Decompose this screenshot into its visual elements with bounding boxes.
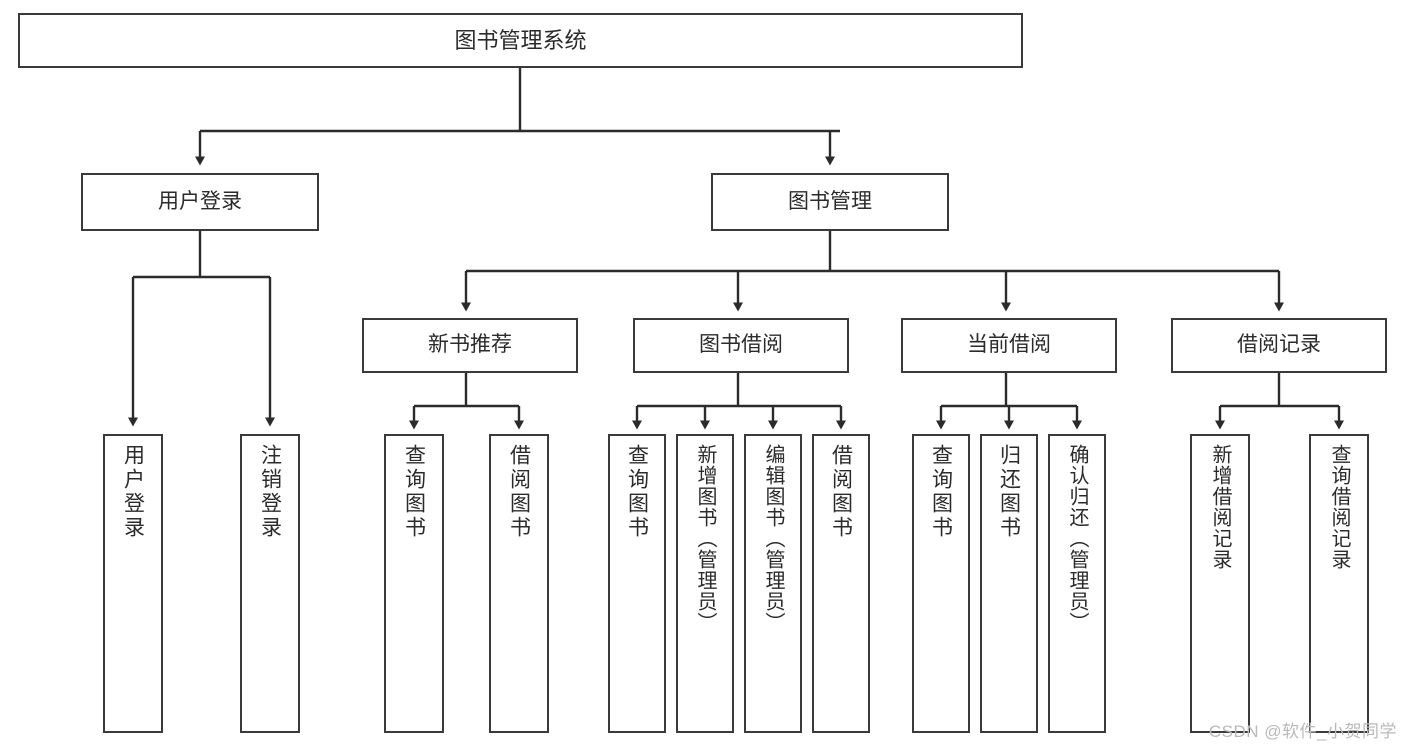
leaf-user-logout[interactable]: 注销登录: [240, 434, 300, 733]
leaf-borrow-add-book-admin[interactable]: 新增图书（管理员）: [676, 434, 734, 733]
node-label: 新增借阅记录: [1209, 444, 1231, 570]
node-label: 归还图书: [997, 444, 1021, 540]
node-label: 用户登录: [121, 444, 145, 540]
leaf-borrow-edit-book-admin[interactable]: 编辑图书（管理员）: [744, 434, 802, 733]
node-label: 图书管理: [788, 189, 872, 213]
leaf-borrow-query-book[interactable]: 查询图书: [608, 434, 666, 733]
leaf-record-add-record[interactable]: 新增借阅记录: [1190, 434, 1250, 733]
node-label: 查询图书: [625, 444, 649, 540]
leaf-borrow-lend-book[interactable]: 借阅图书: [812, 434, 870, 733]
node-label: 新增图书（管理员）: [694, 444, 716, 633]
node-label: 查询图书: [402, 444, 426, 540]
node-label: 新书推荐: [428, 333, 512, 357]
leaf-record-query-record[interactable]: 查询借阅记录: [1309, 434, 1369, 733]
node-label: 借阅记录: [1237, 333, 1321, 357]
leaf-current-return-book[interactable]: 归还图书: [980, 434, 1038, 733]
node-label: 用户登录: [158, 189, 242, 213]
leaf-user-login[interactable]: 用户登录: [103, 434, 163, 733]
node-label: 借阅图书: [829, 444, 853, 540]
node-label: 图书管理系统: [454, 27, 587, 53]
node-label: 图书借阅: [699, 333, 783, 357]
node-label: 当前借阅: [967, 333, 1051, 357]
leaf-current-confirm-return-admin[interactable]: 确认归还（管理员）: [1048, 434, 1106, 733]
node-label: 查询借阅记录: [1328, 444, 1350, 570]
node-borrowing-record[interactable]: 借阅记录: [1171, 318, 1387, 373]
node-book-management[interactable]: 图书管理: [711, 173, 949, 231]
node-label: 查询图书: [929, 444, 953, 540]
csdn-watermark: CSDN @软件_小贺同学: [1208, 722, 1397, 741]
node-label: 借阅图书: [507, 444, 531, 540]
node-label: 编辑图书（管理员）: [762, 444, 784, 633]
leaf-newbook-query-book[interactable]: 查询图书: [384, 434, 444, 733]
node-label: 确认归还（管理员）: [1066, 444, 1088, 633]
node-root-book-management-system[interactable]: 图书管理系统: [18, 13, 1023, 68]
node-book-borrowing[interactable]: 图书借阅: [633, 318, 849, 373]
node-current-borrowing[interactable]: 当前借阅: [901, 318, 1117, 373]
leaf-current-query-book[interactable]: 查询图书: [912, 434, 970, 733]
node-user-login[interactable]: 用户登录: [81, 173, 319, 231]
node-new-book-recommendation[interactable]: 新书推荐: [362, 318, 578, 373]
node-label: 注销登录: [258, 444, 282, 540]
leaf-newbook-borrow-book[interactable]: 借阅图书: [489, 434, 549, 733]
